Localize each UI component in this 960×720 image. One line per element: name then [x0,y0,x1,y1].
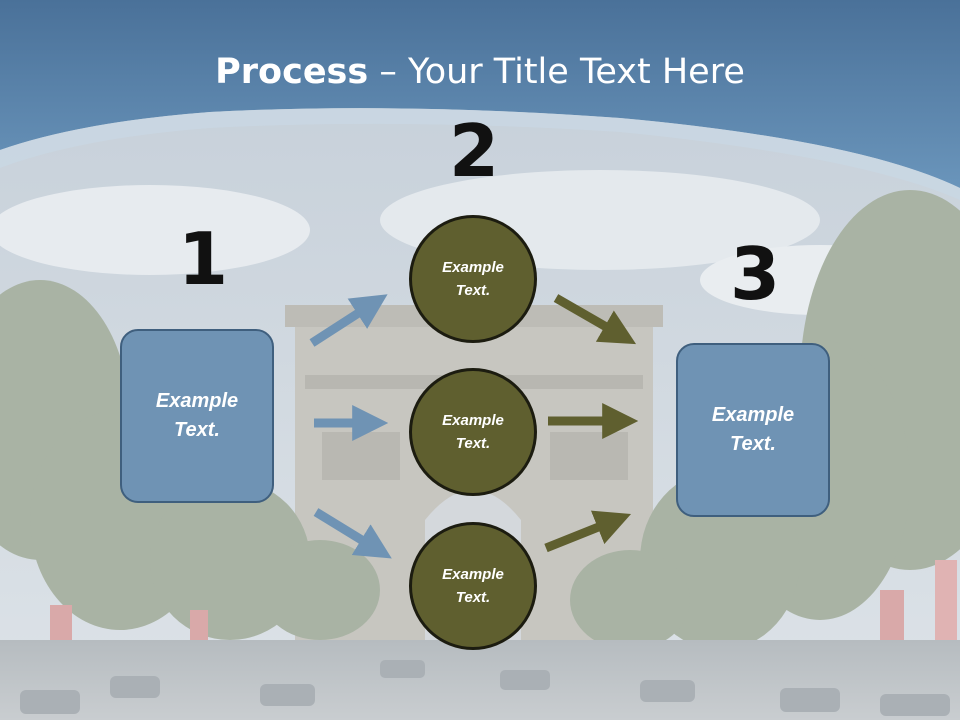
step-number-3: 3 [730,232,781,316]
step-1-box-text: Example Text. [155,390,239,441]
step-2-circle-middle: Example Text. [409,368,537,496]
title-bold: Process [215,52,369,92]
circle-top-text: Example Text. [442,259,504,299]
step-3-box-text: Example Text. [711,404,795,455]
step-3-box: Example Text. [676,343,830,517]
step-2-circle-top: Example Text. [409,215,537,343]
circle-bottom-text: Example Text. [442,566,504,606]
step-2-circle-bottom: Example Text. [409,522,537,650]
step-1-box: Example Text. [120,329,274,503]
circle-middle-text: Example Text. [442,412,504,452]
title-rest: – Your Title Text Here [368,52,745,92]
slide-title: Process – Your Title Text Here [0,52,960,92]
step-number-1: 1 [178,217,229,301]
step-number-2: 2 [449,109,500,193]
